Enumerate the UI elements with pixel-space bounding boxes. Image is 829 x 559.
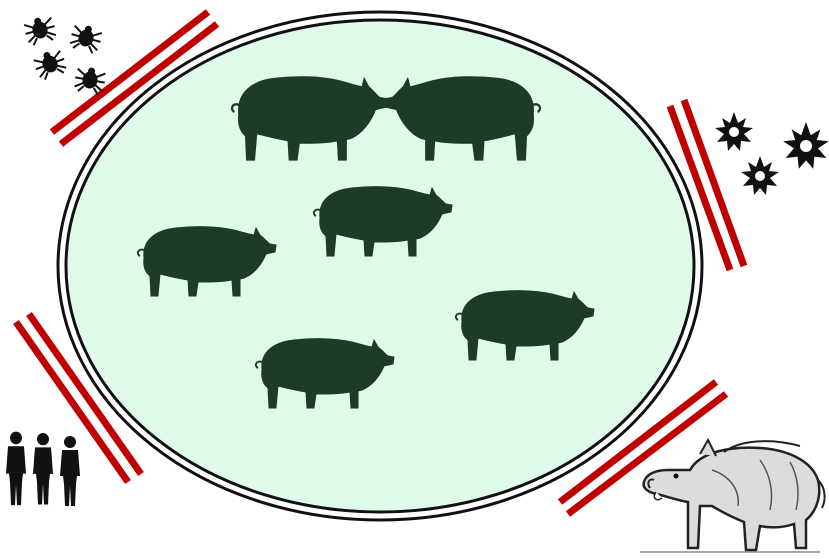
biosecurity-diagram [0, 0, 829, 559]
